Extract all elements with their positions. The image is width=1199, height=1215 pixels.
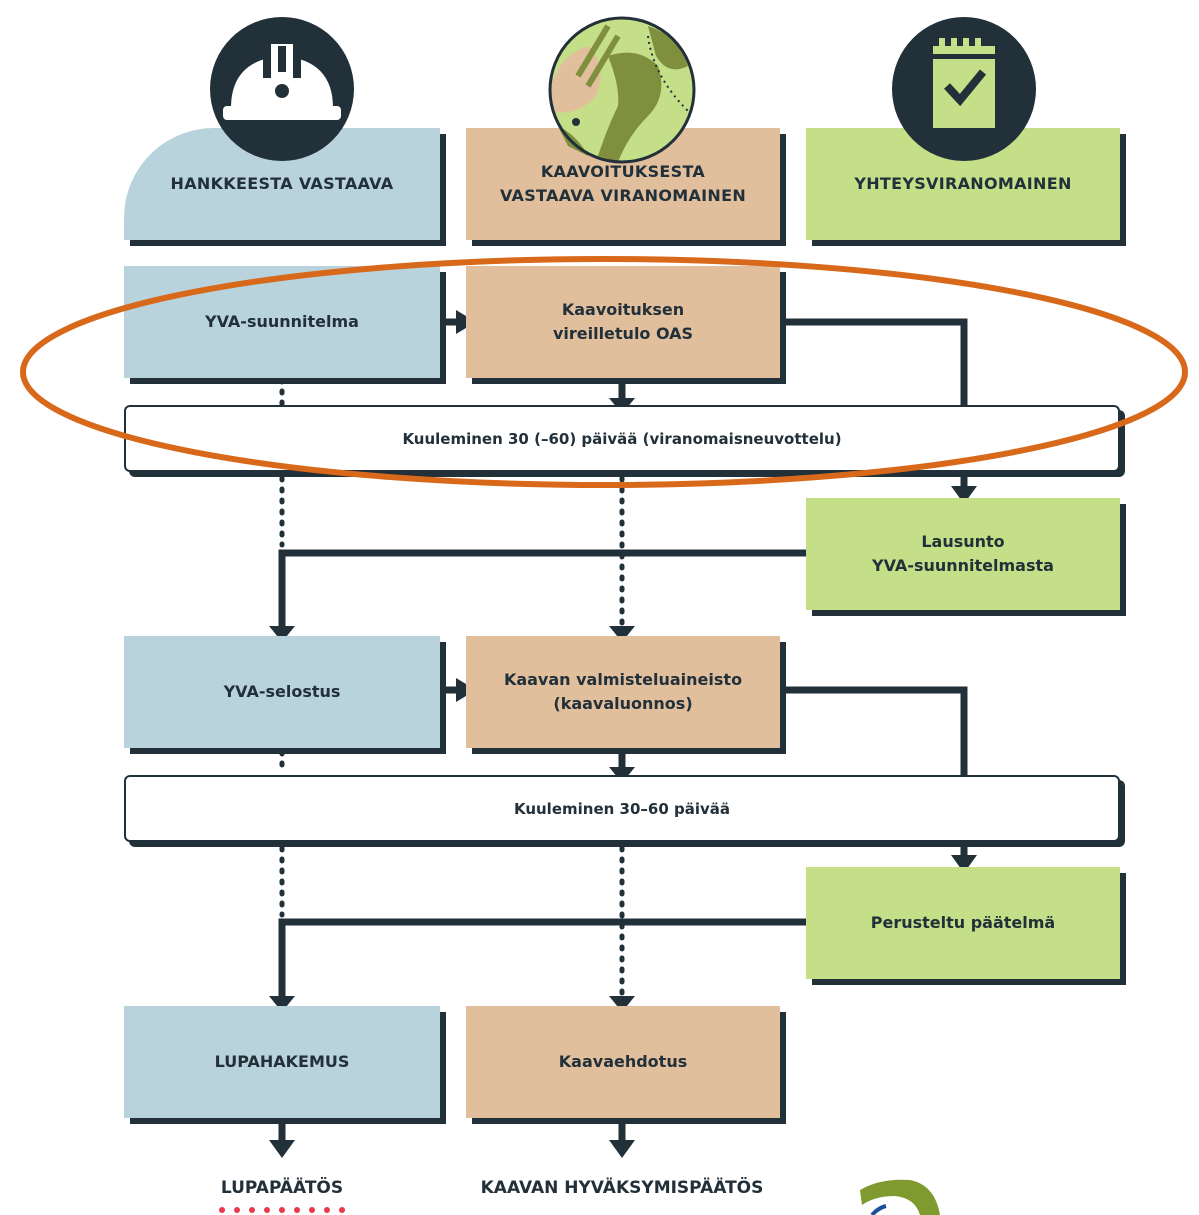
arrow-head [269, 1140, 295, 1158]
arrow-head [269, 626, 295, 642]
arrow-head [269, 996, 295, 1012]
clipboard-check-icon [891, 16, 1037, 162]
step-permit-application: LUPAHAKEMUS [124, 1006, 440, 1118]
step-plan-proposal: Kaavaehdotus [466, 1006, 780, 1118]
arrow-head [951, 486, 977, 504]
hard-hat-icon [209, 16, 355, 162]
arrow-head [609, 996, 635, 1012]
connector-statement-to-yva-report [278, 549, 806, 628]
arrow-head [951, 855, 977, 873]
step-hearing-1: Kuuleminen 30 (–60) päivää (viranomaisne… [124, 405, 1120, 472]
outcome-plan-approval: KAAVAN HYVÄKSYMISPÄÄTÖS [480, 1178, 764, 1198]
step-hearing-2: Kuuleminen 30–60 päivää [124, 775, 1120, 842]
step-yva-report: YVA-selostus [124, 636, 440, 748]
step-plan-draft: Kaavan valmisteluaineisto (kaavaluonnos) [466, 636, 780, 748]
step-yva-plan: YVA-suunnitelma [124, 266, 440, 378]
step-statement: Lausunto YVA-suunnitelmasta [806, 498, 1120, 610]
step-reasoned-conclusion: Perusteltu päätelmä [806, 867, 1120, 979]
connector-conclusion-to-permit [278, 918, 806, 998]
arrow-head [609, 626, 635, 642]
outcome-permit-decision: LUPAPÄÄTÖS [220, 1178, 344, 1198]
arrow-head [609, 1140, 635, 1158]
map-icon [548, 16, 696, 164]
step-plan-initiation: Kaavoituksen vireilletulo OAS [466, 266, 780, 378]
